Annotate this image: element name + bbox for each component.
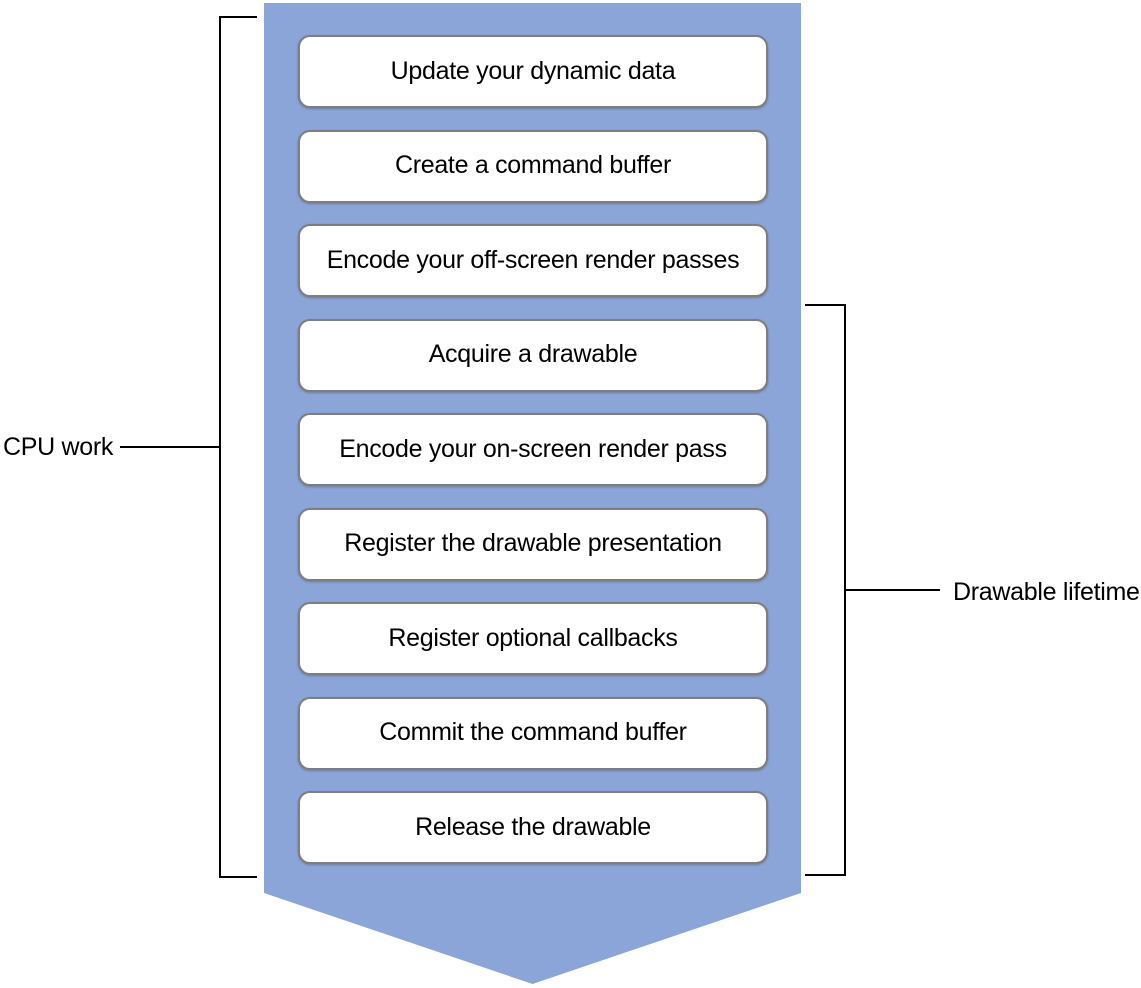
step-label: Update your dynamic data [390,56,676,85]
cpu-work-bracket [219,16,257,878]
step-box: Acquire a drawable [298,318,768,392]
step-box: Release the drawable [298,791,768,864]
step-label: Encode your off-screen render passes [326,245,740,274]
step-label: Register the drawable presentation [344,529,722,558]
step-box: Encode your on-screen render pass [298,413,768,486]
step-box: Create a command buffer [298,129,768,203]
step-box: Update your dynamic data [298,35,768,108]
step-box: Register optional callbacks [298,602,768,675]
step-label: Encode your on-screen render pass [339,434,727,463]
step-box: Encode your off-screen render passes [298,224,768,297]
step-label: Release the drawable [415,812,651,841]
step-box: Register the drawable presentation [298,507,768,581]
step-label: Create a command buffer [394,151,672,180]
step-label: Commit the command buffer [379,718,687,747]
step-label: Acquire a drawable [428,340,638,369]
cpu-work-label: CPU work [3,433,114,461]
step-label: Register optional callbacks [388,623,678,652]
drawable-lifetime-bracket [805,304,846,876]
drawable-lifetime-label: Drawable lifetime [953,578,1140,606]
step-box: Commit the command buffer [298,696,768,770]
